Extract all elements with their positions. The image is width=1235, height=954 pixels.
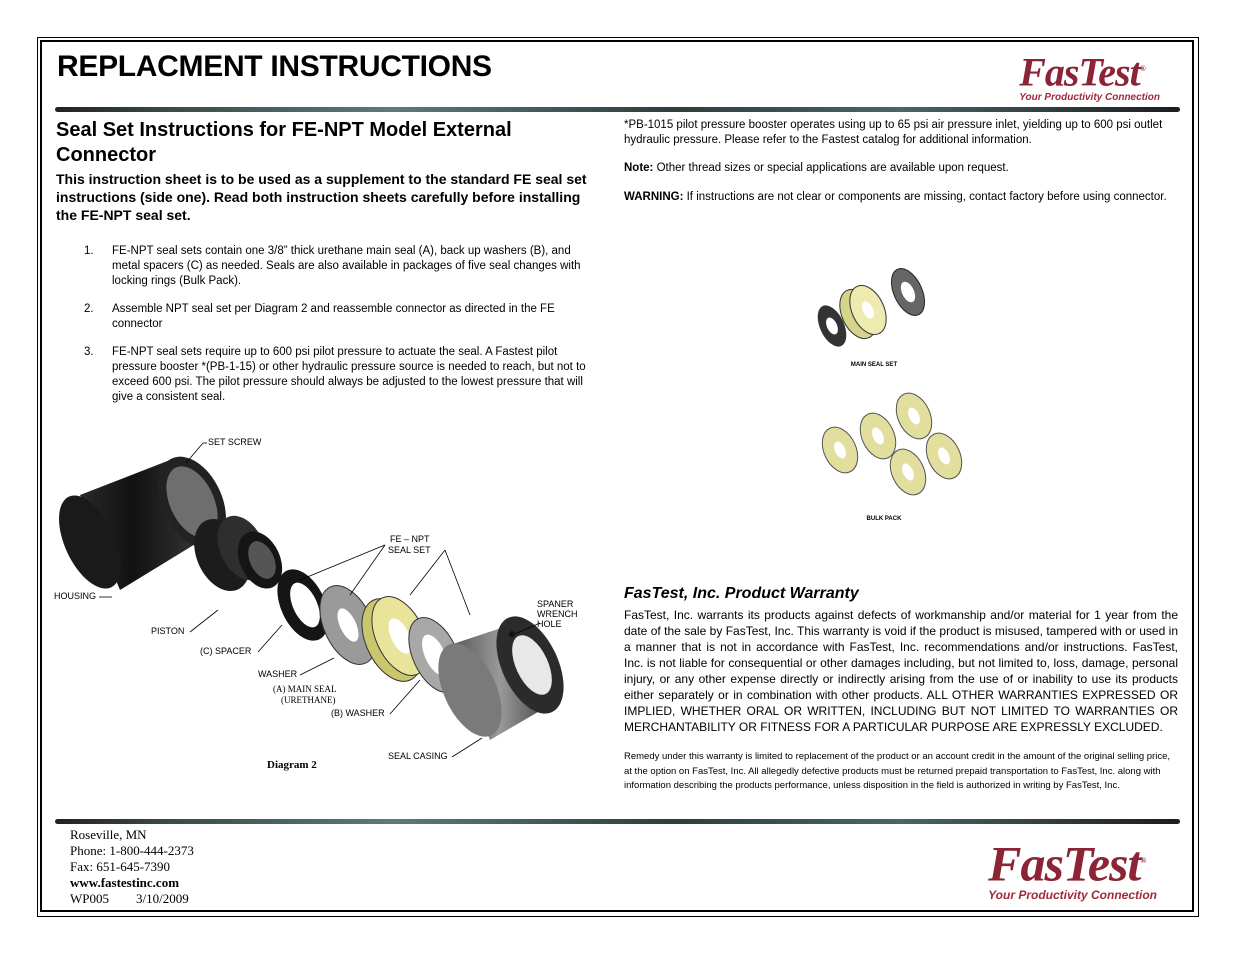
seal-casing-part: [438, 616, 564, 740]
warranty-remedy: Remedy under this warranty is limited to…: [624, 751, 1171, 791]
piston-part: [194, 515, 283, 592]
footer-phone: Phone: 1-800-444-2373: [70, 843, 194, 858]
housing-part: [59, 456, 226, 590]
label-spaner: SPANER: [537, 599, 574, 609]
exploded-diagram: [59, 442, 564, 758]
label-hole: HOLE: [537, 619, 562, 629]
warning-paragraph: WARNING: If instructions are not clear o…: [624, 190, 1167, 203]
instruction-step: 3.FE-NPT seal sets require up to 600 psi…: [84, 346, 586, 403]
page-border-inner: [40, 40, 1194, 912]
divider-top: [55, 107, 1180, 112]
label-wrench: WRENCH: [537, 609, 578, 619]
logo-wordmark: FasTest®: [988, 835, 1146, 892]
label-set-screw: SET SCREW: [208, 437, 262, 447]
logo-tagline: Your Productivity Connection: [1019, 92, 1160, 104]
main-seal-set-image: [817, 268, 926, 347]
label-washer: WASHER: [258, 669, 298, 679]
logo-tagline: Your Productivity Connection: [988, 887, 1157, 902]
left-column: Seal Set Instructions for FE-NPT Model E…: [56, 118, 596, 418]
bulk-pack-label: BULK PACK: [867, 516, 903, 522]
section-intro: This instruction sheet is to be used as …: [56, 171, 587, 223]
leader-lines: [99, 442, 541, 758]
instruction-steps: 1.FE-NPT seal sets contain one 3/8” thic…: [56, 244, 596, 405]
instruction-step: 1.FE-NPT seal sets contain one 3/8” thic…: [84, 245, 581, 287]
fastest-logo-bottom: FasTest® Your Productivity Connection: [988, 835, 1157, 902]
page-border-outer: [37, 37, 1199, 917]
right-column-notes: *PB-1015 pilot pressure booster operates…: [624, 118, 1180, 218]
fastest-logo-top: FasTest® Your Productivity Connection: [1019, 48, 1160, 104]
section-title: Seal Set Instructions for FE-NPT Model E…: [56, 119, 512, 166]
label-urethane: (URETHANE): [281, 695, 336, 705]
divider-bottom: [55, 819, 1180, 824]
label-piston: PISTON: [151, 626, 185, 636]
label-main-seal: (A) MAIN SEAL: [273, 684, 337, 694]
label-housing: HOUSING: [54, 591, 97, 601]
warranty-title: FasTest, Inc. Product Warranty: [624, 585, 859, 602]
footer-city: Roseville, MN: [70, 827, 147, 842]
footer-contact: Roseville, MN Phone: 1-800-444-2373 Fax:…: [70, 827, 194, 907]
label-b-washer: (B) WASHER: [331, 708, 385, 718]
label-spacer: (C) SPACER: [200, 646, 252, 656]
instruction-step: 2.Assemble NPT seal set per Diagram 2 an…: [84, 303, 555, 330]
label-fe-npt: FE – NPT: [390, 534, 430, 544]
logo-wordmark: FasTest®: [1019, 49, 1145, 95]
label-seal-set: SEAL SET: [388, 545, 431, 555]
note-paragraph: Note: Other thread sizes or special appl…: [624, 162, 1009, 174]
bulk-pack-image: [821, 392, 963, 496]
spacer-part: [277, 569, 329, 641]
footer-website-link[interactable]: www.fastestinc.com: [70, 875, 180, 890]
warranty-body: FasTest, Inc. warrants its products agai…: [624, 608, 1178, 734]
main-seal-set-label: MAIN SEAL SET: [851, 362, 898, 368]
footer-fax: Fax: 651-645-7390: [70, 859, 171, 874]
diagram-caption: Diagram 2: [267, 759, 317, 771]
page-title: REPLACMENT INSTRUCTIONS: [57, 50, 492, 83]
booster-note: *PB-1015 pilot pressure booster operates…: [624, 119, 1163, 146]
seal-set-picture: MAIN SEAL SET BULK PACK: [817, 268, 963, 522]
label-seal-casing: SEAL CASING: [388, 751, 448, 761]
